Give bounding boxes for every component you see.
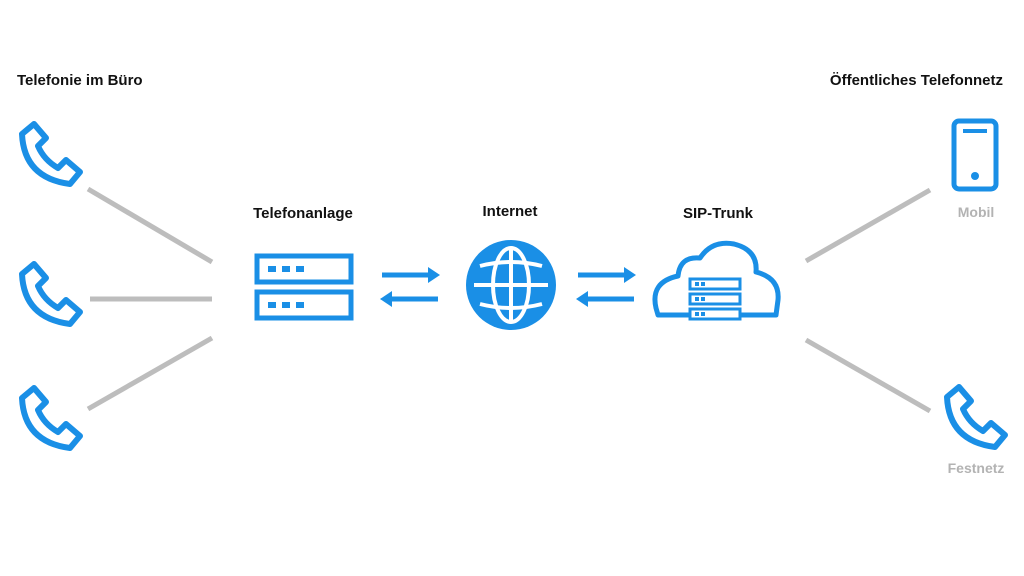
node-label-pbx: Telefonanlage <box>253 205 353 222</box>
phone-handset-icon <box>22 124 80 184</box>
server-icon <box>254 253 354 321</box>
section-title-office: Telefonie im Büro <box>17 72 143 89</box>
smartphone-icon <box>951 118 999 192</box>
bidirectional-arrows-icon <box>380 267 440 307</box>
node-label-landline: Festnetz <box>947 460 1005 476</box>
globe-icon <box>466 240 556 330</box>
connector-phone-1 <box>86 186 214 265</box>
section-title-public-network: Öffentliches Telefonnetz <box>829 72 1003 89</box>
cloud-server-icon <box>652 240 781 321</box>
node-label-internet: Internet <box>482 203 538 220</box>
connector-phone-3 <box>86 335 214 412</box>
phone-handset-icon <box>22 264 80 324</box>
connector-mobile <box>804 187 932 264</box>
connector-landline <box>804 337 932 414</box>
phone-handset-icon <box>947 387 1005 447</box>
node-label-sip-trunk: SIP-Trunk <box>682 205 754 222</box>
bidirectional-arrows-icon <box>576 267 636 307</box>
phone-handset-icon <box>22 388 80 448</box>
node-label-mobile: Mobil <box>957 204 995 220</box>
